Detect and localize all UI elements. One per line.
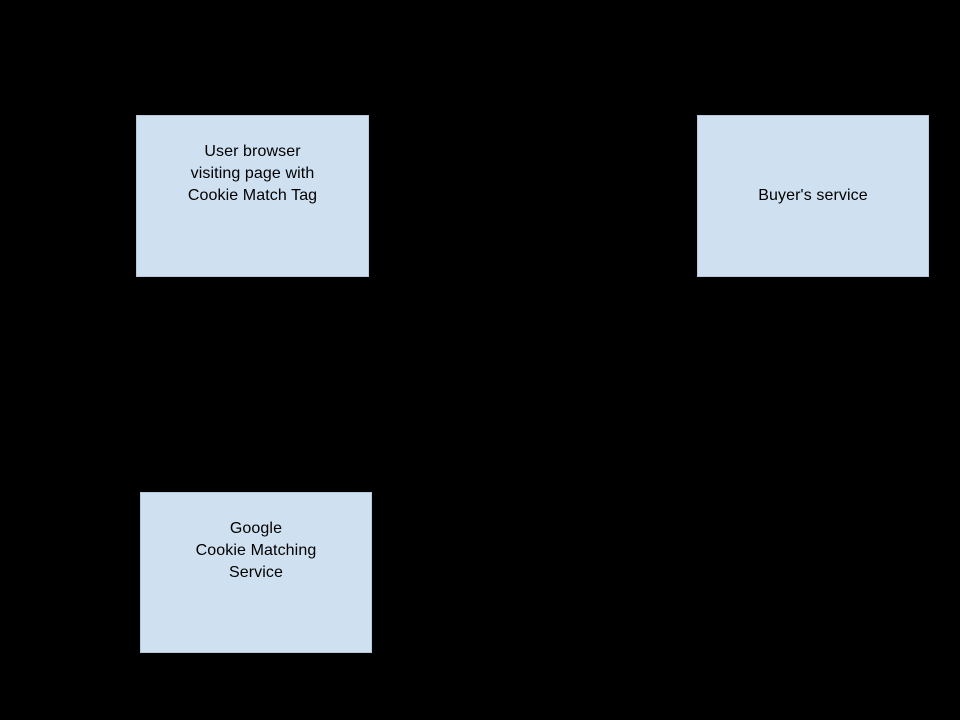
node-google-cookie-matching-service-label: Google Cookie Matching Service xyxy=(195,519,317,581)
node-buyers-service[interactable]: Buyer's service xyxy=(697,115,929,277)
node-buyers-service-label: Buyer's service xyxy=(758,187,868,204)
node-google-cookie-matching-service[interactable]: Google Cookie Matching Service xyxy=(140,492,372,653)
node-user-browser[interactable]: User browser visiting page with Cookie M… xyxy=(136,115,369,277)
node-user-browser-label: User browser visiting page with Cookie M… xyxy=(187,143,318,204)
